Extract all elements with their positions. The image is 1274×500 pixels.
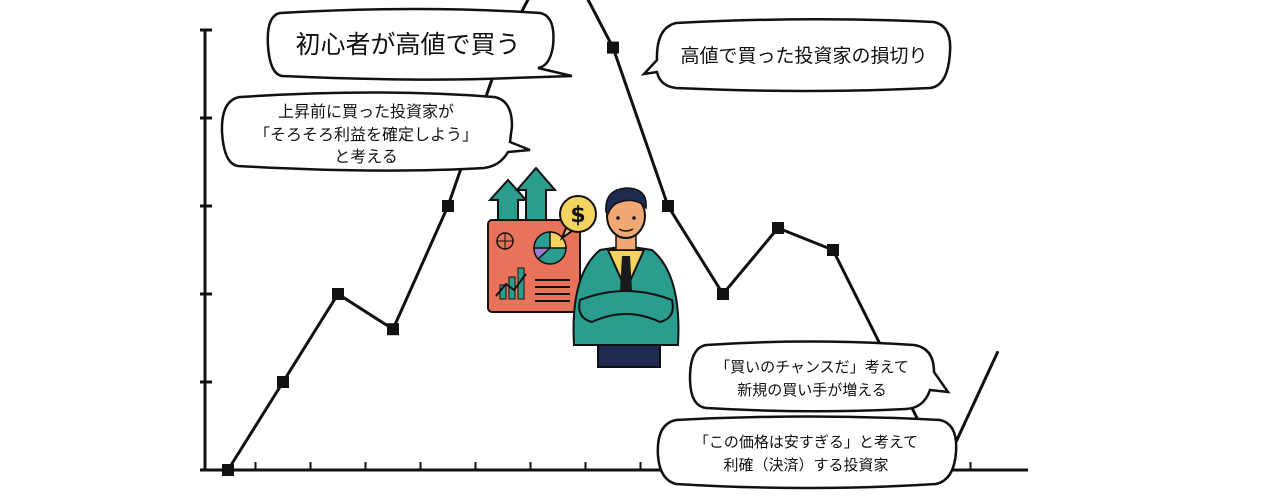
y-ticks [200,28,212,384]
investor-person-icon [572,187,680,368]
dollar-symbol: $ [570,203,585,228]
data-point [277,376,289,388]
data-point [607,41,619,54]
growth-arrows-icon [487,166,558,226]
bubble-beginners: 初心者が高値で買う [266,7,573,81]
investor-with-dashboard-icon: $ [487,166,680,368]
annotation-profit-taking-line1: 上昇前に買った投資家が [278,102,454,121]
bubble-profit-taking: 上昇前に買った投資家が 「そろそろ利益を確定しよう」 と考える [220,91,531,172]
dollar-coin-icon: $ [559,195,597,241]
bubble-cheap-sellers: 「この価格は安すぎる」と考えて 利確（決済）する投資家 [656,415,958,490]
annotation-profit-taking-line2: 「そろそろ利益を確定しよう」 [254,125,478,144]
mini-bar-chart-icon [495,267,527,300]
pie-chart-icon [533,231,567,265]
annotation-profit-taking-line3: と考える [334,147,398,166]
bubble-stop-loss: 高値で買った投資家の損切り [640,17,952,93]
data-point [772,222,784,234]
text-lines-icon [535,279,570,302]
annotation-cheap-sellers-line2: 利確（決済）する投資家 [723,456,888,474]
annotation-new-buyers-line1: 「買いのチャンスだ」考えて [715,358,909,376]
annotation-new-buyers-line2: 新規の買い手が増える [737,381,887,399]
data-point [387,323,399,336]
annotation-beginners: 初心者が高値で買う [295,30,520,59]
annotation-cheap-sellers-line1: 「この価格は安すぎる」と考えて [694,433,918,451]
data-point [717,288,729,300]
bubble-new-buyers: 「買いのチャンスだ」考えて 新規の買い手が増える [688,340,951,413]
data-point [332,288,344,300]
annotation-stop-loss: 高値で買った投資家の損切り [680,45,927,67]
data-point [222,464,234,476]
data-point [827,244,839,256]
data-point [662,200,674,212]
data-point [442,200,454,212]
